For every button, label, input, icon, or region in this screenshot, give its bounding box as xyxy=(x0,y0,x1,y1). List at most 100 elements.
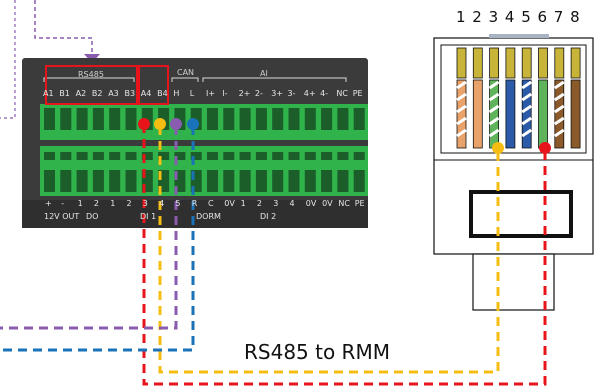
bottom-terminal-label: 2 xyxy=(126,199,132,208)
ai-bracket xyxy=(202,77,347,82)
rj45-gold-contact xyxy=(521,47,532,79)
rj45-tab xyxy=(472,253,555,311)
bottom-terminal-slot xyxy=(272,170,284,192)
red-terminal-dot xyxy=(138,118,150,130)
can-group-label: CAN xyxy=(177,68,195,77)
top-terminal-slot xyxy=(60,108,72,130)
top-terminal-label: B4 xyxy=(157,89,168,98)
rj45-wire xyxy=(538,79,548,149)
bottom-terminal-label: PE xyxy=(354,199,365,208)
rj45-pin-number: 2 xyxy=(472,8,482,26)
can-bracket xyxy=(171,77,199,82)
bottom-terminal-slot xyxy=(239,170,251,192)
bottom-terminal-label: C xyxy=(208,199,214,208)
bottom-terminal-slot xyxy=(174,170,186,192)
rj45-gold-contact xyxy=(472,47,483,79)
top-terminal-slot xyxy=(304,108,316,130)
bottom-terminal-label: - xyxy=(61,199,65,208)
bottom-terminal-slot xyxy=(141,170,153,192)
bottom-terminal-hole xyxy=(288,152,300,160)
rj45-pin-number: 5 xyxy=(521,8,531,26)
rj45-key-highlight xyxy=(489,34,549,38)
top-terminal-slot xyxy=(223,108,235,130)
top-terminal-label: 4+ xyxy=(303,89,316,98)
top-terminal-label: B1 xyxy=(59,89,70,98)
top-terminal-label: A1 xyxy=(43,89,54,98)
top-terminal-slot xyxy=(272,108,284,130)
bottom-terminal-slot xyxy=(207,170,218,192)
dorm-label: DORM xyxy=(196,212,221,221)
rj45-wire-stripe xyxy=(553,104,565,114)
rj45-wire xyxy=(521,79,532,149)
rj45-wire xyxy=(456,79,467,149)
bottom-terminal-label: 3 xyxy=(273,199,279,208)
rj45-wire-stripe xyxy=(521,116,533,126)
bottom-terminal-slot xyxy=(60,170,72,192)
bottom-terminal-slot xyxy=(337,170,349,192)
top-connector xyxy=(40,104,368,140)
bottom-terminal-slot xyxy=(125,170,137,192)
rs485-highlight-box xyxy=(45,65,138,105)
rj45-pin-number: 1 xyxy=(456,8,466,26)
rj45-wire-stripe xyxy=(553,128,565,138)
bottom-terminal-hole xyxy=(92,152,104,160)
top-terminal-label: NC xyxy=(336,89,348,98)
rj45-pin-number: 6 xyxy=(537,8,548,26)
rj45-wire-stripe xyxy=(456,116,467,126)
rj45-wire-stripe xyxy=(553,116,565,126)
purple-wire xyxy=(0,126,178,330)
bottom-terminal-hole xyxy=(109,152,121,160)
rj45-wire-stripe xyxy=(521,128,533,138)
bottom-terminal-label: 0V xyxy=(322,199,333,208)
di1-label: DI 1 xyxy=(140,212,157,221)
bottom-terminal-hole xyxy=(44,152,55,160)
bottom-terminal-label: 0V xyxy=(224,199,235,208)
bottom-terminal-hole xyxy=(158,152,170,160)
yellow-terminal-dot xyxy=(154,118,166,130)
top-terminal-label: I+ xyxy=(206,89,216,98)
purple-terminal-dot xyxy=(170,118,182,130)
rj45-wire-stripe xyxy=(488,104,500,114)
bottom-terminal-hole xyxy=(272,152,284,160)
rj45-inner-frame xyxy=(440,44,587,154)
rj45-gold-contact xyxy=(456,47,467,79)
bottom-terminal-hole xyxy=(125,152,137,160)
top-terminal-slot xyxy=(92,108,104,130)
rj45-wire xyxy=(489,79,500,149)
bottom-terminal-hole xyxy=(76,152,88,160)
bottom-terminal-hole xyxy=(321,152,333,160)
rj45-wire xyxy=(554,79,565,149)
bottom-terminal-hole xyxy=(190,152,202,160)
rj45-gold-contact xyxy=(505,47,516,79)
bottom-terminal-slot xyxy=(190,170,202,192)
bottom-terminal-label: 1 xyxy=(240,199,246,208)
rj45-wire-stripe xyxy=(553,80,565,90)
bottom-terminal-label: R xyxy=(191,199,198,208)
bottom-terminal-hole xyxy=(174,152,186,160)
a4-b4-highlight-box xyxy=(138,65,169,105)
bottom-terminal-hole xyxy=(255,152,267,160)
rj45-wire-stripe xyxy=(488,80,500,90)
top-terminal-label: B2 xyxy=(91,89,103,98)
rj45-gold-contact xyxy=(538,47,548,79)
caption-rs485-to-rmm: RS485 to RMM xyxy=(244,340,390,364)
top-terminal-slot xyxy=(255,108,267,130)
bottom-terminal-label: 4 xyxy=(159,199,165,208)
bottom-terminal-hole xyxy=(207,152,218,160)
top-terminal-slot xyxy=(239,108,251,130)
bottom-terminal-label: 5 xyxy=(175,199,181,208)
top-terminal-slot xyxy=(44,108,55,130)
rj45-pin-number: 4 xyxy=(504,8,515,26)
bottom-terminal-hole xyxy=(337,152,349,160)
ai-group-label: AI xyxy=(260,69,268,78)
rs485-bracket xyxy=(43,77,135,82)
top-terminal-slot xyxy=(158,108,170,130)
bottom-terminal-slot xyxy=(255,170,267,192)
bottom-terminal-hole xyxy=(239,152,251,160)
rj45-wire-stripe xyxy=(521,80,533,90)
top-terminal-slot xyxy=(109,108,121,130)
bottom-terminal-label: 1 xyxy=(77,199,83,208)
top-terminal-label: B3 xyxy=(124,89,136,98)
rs485-group-label: RS485 xyxy=(78,70,104,79)
blue-wire xyxy=(0,126,195,352)
